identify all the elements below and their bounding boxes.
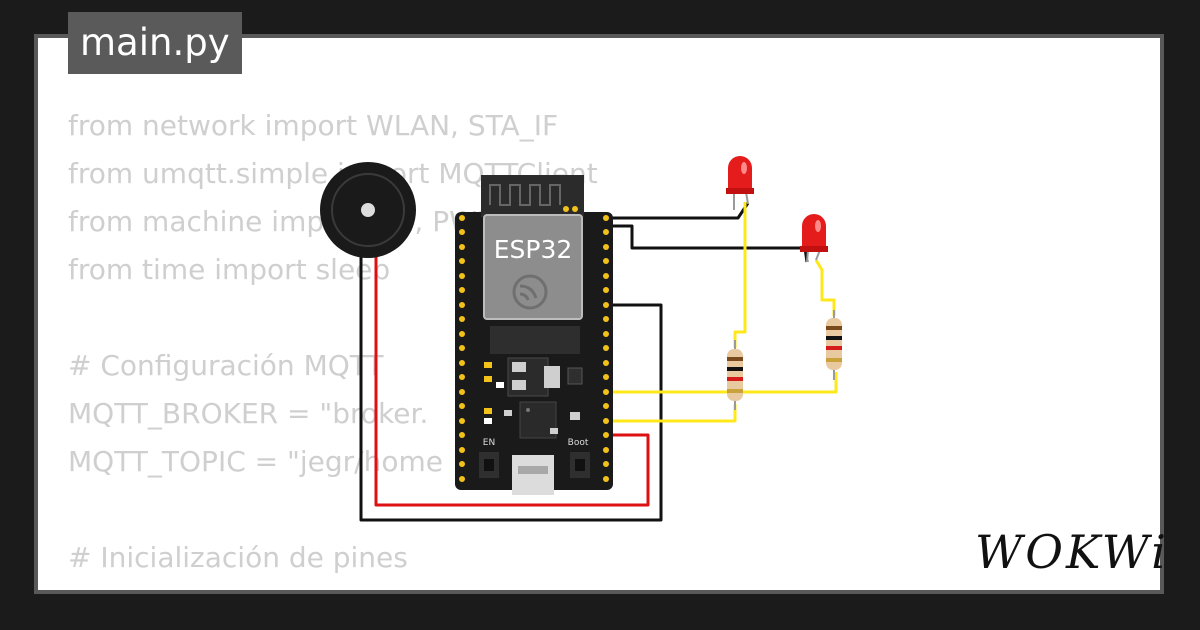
code-line: led1 = Pin(2, Pin.OUT) (68, 582, 599, 590)
wokwi-logo: WOKWi (975, 525, 1169, 579)
code-line: # Inicialización de pines (68, 541, 408, 574)
wire-red-buzzer[interactable] (374, 222, 650, 507)
wire-black-led2-gnd[interactable] (597, 224, 809, 263)
en-label: EN (483, 438, 495, 448)
wire-black-buzzer[interactable] (359, 222, 663, 522)
buzzer[interactable] (320, 162, 416, 258)
wire-black-led1-gnd[interactable] (597, 202, 750, 220)
file-tab[interactable]: main.py (68, 12, 242, 74)
espressif-logo-icon (512, 274, 548, 310)
code-line: MQTT_TOPIC = "jegr/home (68, 445, 443, 478)
resistor-1[interactable] (727, 340, 743, 410)
board-label: ESP32 (494, 235, 573, 264)
en-button[interactable] (479, 452, 499, 478)
wires (359, 202, 838, 522)
code-line: MQTT_BROKER = "broker. (68, 397, 429, 430)
boot-button[interactable] (570, 452, 590, 478)
esp32-board[interactable]: ESP32 EN Boot (455, 175, 613, 495)
code-line: # Configuración MQTT (68, 349, 384, 382)
wire-yellow-led1[interactable] (733, 202, 747, 348)
pin-header-left (459, 215, 465, 482)
led-red-2[interactable] (800, 214, 828, 263)
resistor-2[interactable] (826, 310, 842, 380)
wire-yellow-gpio2[interactable] (598, 404, 737, 423)
pin-header-right (603, 215, 609, 482)
code-line: from network import WLAN, STA_IF (68, 109, 559, 142)
wire-yellow-led2[interactable] (814, 259, 836, 316)
usb-port[interactable] (512, 455, 554, 495)
boot-label: Boot (568, 438, 589, 448)
led-red-1[interactable] (726, 156, 754, 210)
wire-yellow-gpio4[interactable] (598, 372, 838, 394)
code-line: from time import sleep (68, 253, 391, 286)
